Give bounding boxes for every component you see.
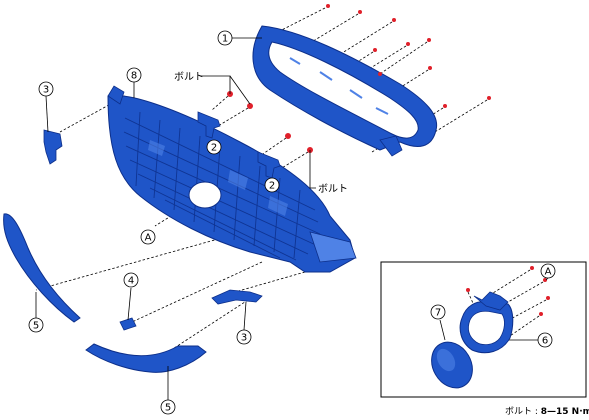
callout-2b bbox=[264, 177, 280, 193]
inset-detail-box bbox=[380, 261, 587, 398]
callout-2a-text: 2 bbox=[211, 143, 217, 154]
inset-bracket-6 bbox=[459, 291, 514, 354]
callout-1-text: 1 bbox=[222, 34, 228, 45]
bolt-label-middle: ボルト bbox=[318, 183, 348, 195]
callout-4-text: 4 bbox=[128, 276, 134, 287]
side-bracket-lower bbox=[211, 289, 263, 305]
callout-7 bbox=[430, 304, 446, 320]
bolts bbox=[227, 4, 550, 316]
callout-2a bbox=[206, 139, 222, 155]
callout-5b bbox=[160, 399, 176, 415]
callout-3b-text: 3 bbox=[241, 333, 247, 344]
torque-note-label: ボルト : bbox=[505, 406, 541, 417]
callout-8 bbox=[126, 67, 142, 83]
callout-A2-text: A bbox=[545, 267, 552, 278]
callout-5a bbox=[28, 317, 44, 333]
callout-3a-text: 3 bbox=[43, 85, 49, 96]
callout-A1 bbox=[140, 229, 156, 245]
callout-A1-text: A bbox=[145, 233, 152, 244]
callout-text: 1 8 3 2 2 A 4 5 3 5 A 7 6 bbox=[33, 34, 552, 414]
molding-lower bbox=[85, 343, 207, 373]
grille-surround-frame bbox=[252, 25, 438, 157]
callout-8-text: 8 bbox=[131, 71, 137, 82]
bracket-upper bbox=[197, 111, 221, 139]
callout-A2 bbox=[540, 263, 556, 279]
molding-left bbox=[3, 213, 81, 323]
torque-note-value: 8—15 N·m bbox=[541, 407, 589, 417]
front-grille-main bbox=[107, 85, 357, 273]
callouts bbox=[28, 30, 556, 415]
callout-7-text: 7 bbox=[435, 308, 441, 319]
callout-6-text: 6 bbox=[542, 336, 548, 347]
leader-lines bbox=[35, 37, 549, 400]
bolt-label-top: ボルト bbox=[174, 71, 204, 83]
callout-3b bbox=[236, 329, 252, 345]
callout-2b-text: 2 bbox=[269, 181, 275, 192]
inset-emblem-7 bbox=[431, 341, 473, 389]
callout-6 bbox=[537, 332, 553, 348]
callout-4 bbox=[123, 272, 139, 288]
callout-5a-text: 5 bbox=[33, 321, 39, 332]
side-bracket-left bbox=[43, 129, 63, 165]
callout-1 bbox=[217, 30, 233, 46]
callout-3a bbox=[38, 81, 54, 97]
callout-5b-text: 5 bbox=[165, 403, 171, 414]
torque-note: ボルト : 8—15 N·m bbox=[505, 406, 589, 417]
